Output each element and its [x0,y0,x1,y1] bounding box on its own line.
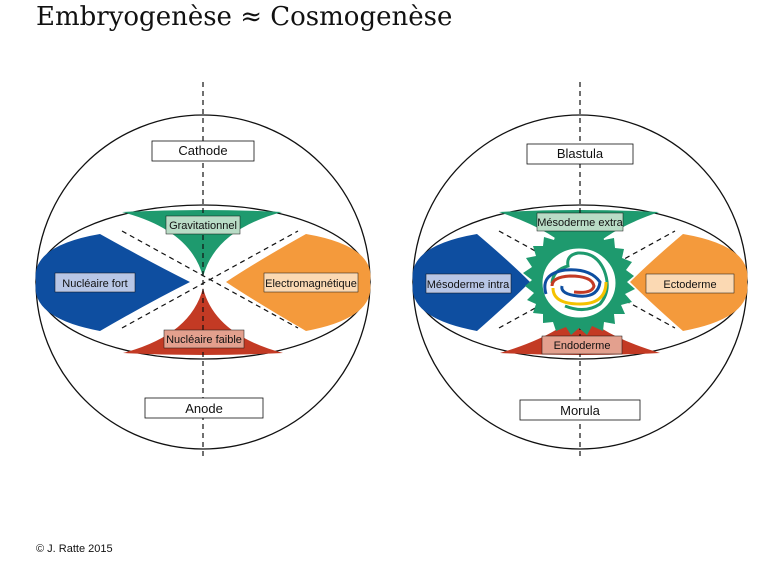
left-diagram: Cathode Anode Gravitationnel Nucléaire f… [35,82,371,458]
embryo-yellow-arc [551,281,608,306]
embryo-blue-arc [543,268,602,298]
left-top-label: Cathode [178,143,227,158]
left-blue-label-box [54,272,136,293]
right-top-label-box [526,143,634,165]
right-green-label: Mésoderme extra [537,217,623,229]
right-green-label-box [536,212,624,232]
left-red-label-box [163,329,245,349]
left-bottom-label-box [144,397,264,419]
page-title: Embryogenèse ≈ Cosmogenèse [36,2,453,32]
left-orange-label: Electromagnétique [265,278,357,290]
right-bottom-label-box [519,399,641,421]
left-green-label: Gravitationnel [169,220,237,232]
right-blue-label: Mésoderme intra [427,279,510,291]
left-blue-label: Nucléaire fort [62,278,127,290]
left-top-label-box [151,140,255,162]
right-red-label-box [541,335,623,355]
left-orange-label-box [263,272,359,293]
left-diagonal-axis-2 [121,230,299,329]
right-orange-label: Ectoderme [663,279,716,291]
left-bottom-label: Anode [185,401,223,416]
embryo-inner-fold [550,251,609,311]
left-green-label-box [165,215,241,235]
right-diagram: Blastula Morula Mésoderme extra Mésoderm… [412,82,748,458]
left-green-sector [122,210,282,277]
right-blue-label-box [425,273,512,294]
embryo-red-arc [550,274,596,294]
right-top-label: Blastula [557,146,604,161]
left-red-label: Nucléaire faible [166,334,242,346]
copyright-notice: © J. Ratte 2015 [36,543,113,555]
right-orange-label-box [645,273,735,294]
right-bottom-label: Morula [560,403,601,418]
right-red-label: Endoderme [554,340,611,352]
